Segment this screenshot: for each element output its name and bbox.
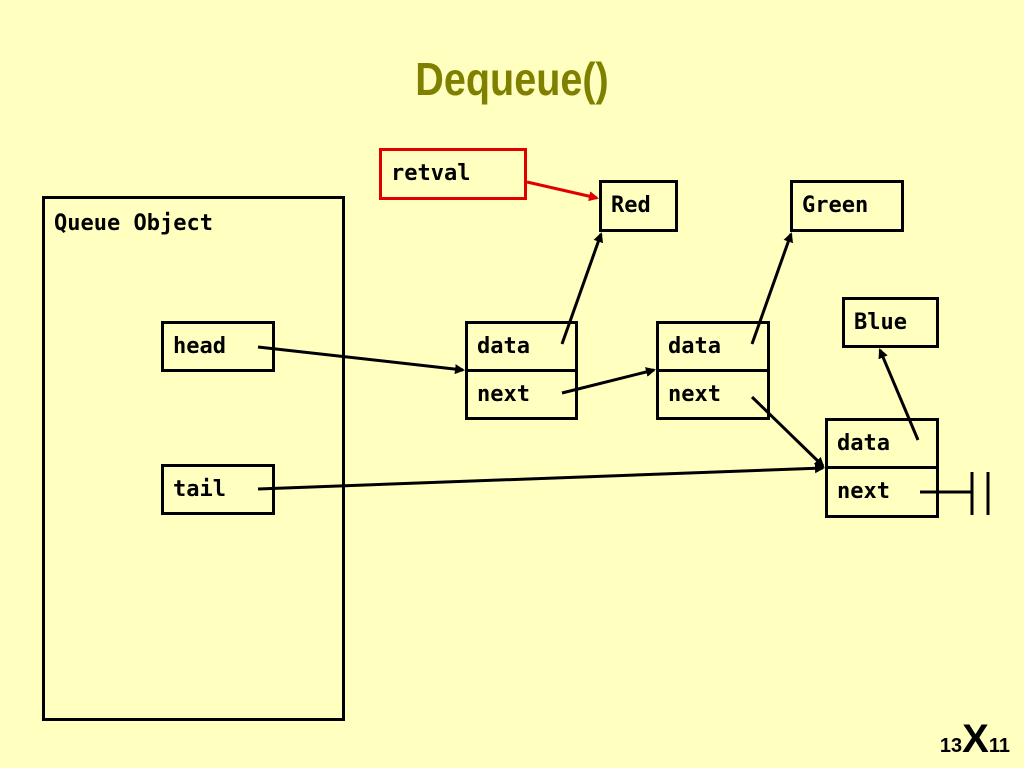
node-2-data-label: data (668, 334, 721, 359)
arrow-node-1-data-to-red (560, 232, 604, 345)
head-label: head (173, 334, 226, 359)
footer-suffix: 11 (988, 735, 1010, 757)
retval-label: retval (391, 161, 471, 186)
arrow-node-2-data-to-green (750, 232, 794, 345)
node-3-next-label: next (837, 479, 890, 504)
node-1-data-label: data (477, 334, 530, 359)
node-2-next-label: next (668, 382, 721, 407)
node-1-next-cell: next (465, 369, 578, 420)
value-box-blue: Blue (842, 297, 939, 348)
value-green-label: Green (802, 193, 869, 218)
arrow-node-3-data-to-blue (878, 348, 920, 441)
arrow-node-1-next-to-node-2 (561, 367, 656, 395)
arrow-node-2-next-to-node-3 (750, 395, 825, 468)
retval-box: retval (379, 148, 527, 200)
value-red-label: Red (611, 193, 651, 218)
value-blue-label: Blue (854, 310, 907, 335)
value-box-green: Green (790, 180, 904, 232)
node-1-next-label: next (477, 382, 530, 407)
head-pointer-box: head (161, 321, 275, 372)
queue-object-box: Queue Object (42, 196, 345, 721)
arrow-retval-to-red (526, 180, 599, 202)
footer-symbol: X (962, 717, 989, 761)
node-3-data-label: data (837, 431, 890, 456)
slide-footer: 13 X 11 (940, 717, 1010, 762)
node-2-next-cell: next (656, 369, 770, 420)
tail-label: tail (173, 477, 226, 502)
value-box-red: Red (599, 180, 678, 232)
footer-prefix: 13 (939, 735, 963, 757)
page-title: Dequeue() (415, 53, 609, 105)
queue-object-label: Queue Object (54, 211, 213, 236)
arrow-tail-to-node-3 (257, 463, 825, 491)
arrow-head-to-node-1 (257, 345, 465, 375)
